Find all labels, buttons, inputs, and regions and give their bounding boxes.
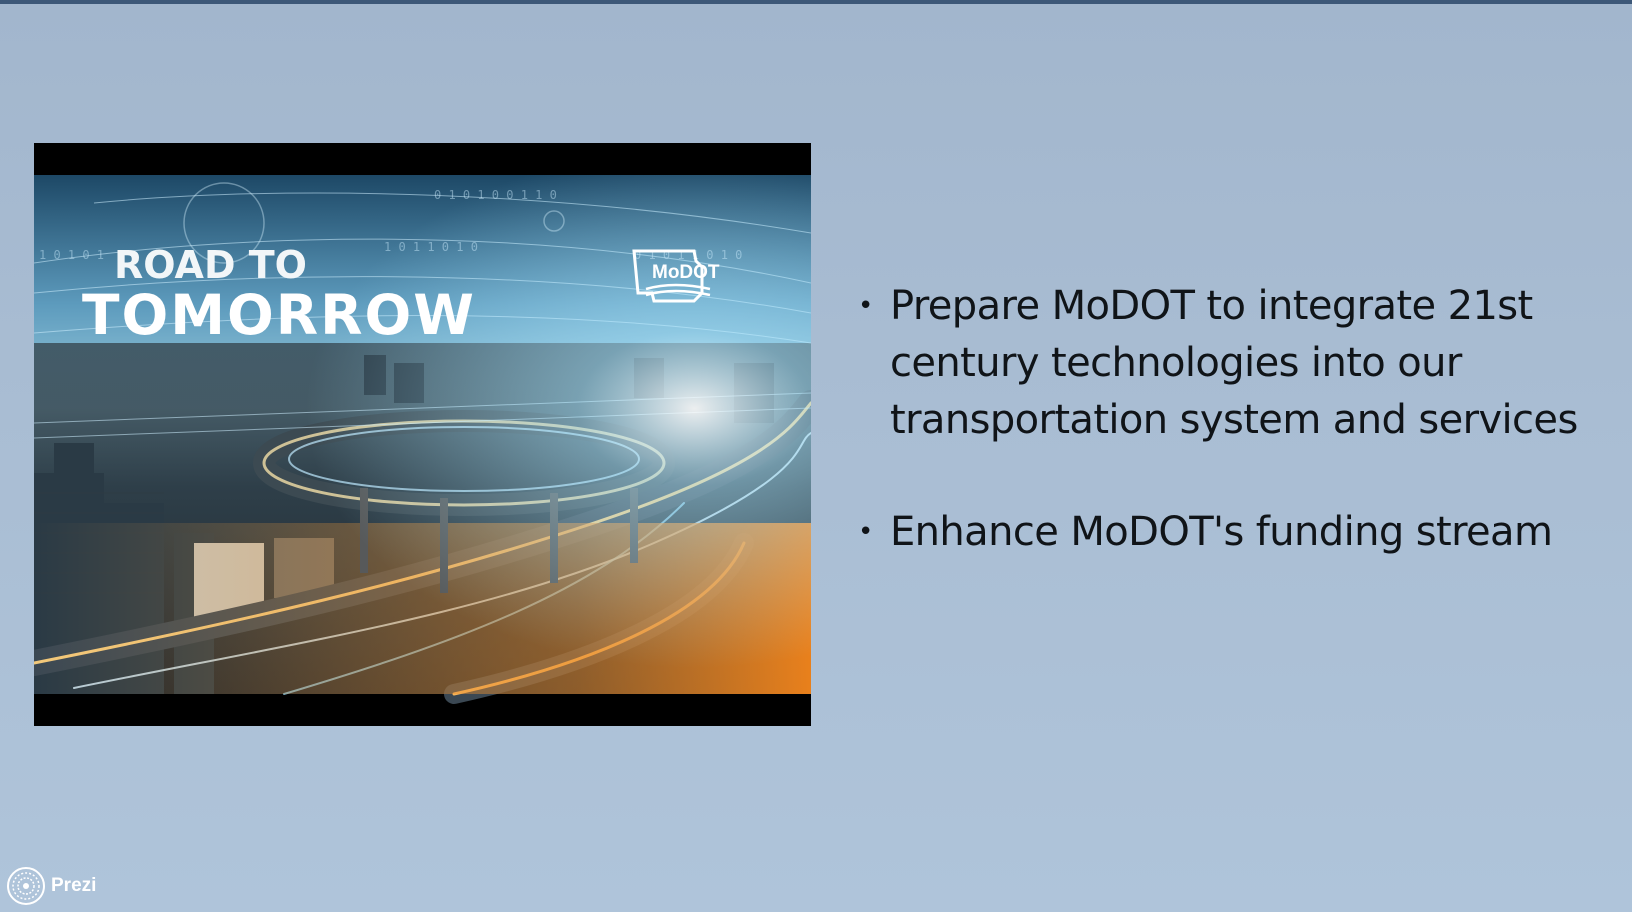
modot-logo-text: MoDOT — [652, 262, 720, 283]
bullet-list: • Prepare MoDOT to integrate 21st centur… — [858, 278, 1588, 616]
image-headline-line2: TOMORROW — [82, 283, 476, 347]
bullet-text: Enhance MoDOT's funding stream — [890, 509, 1553, 555]
modot-logo-icon: MoDOT — [632, 249, 720, 303]
bullet-item: • Enhance MoDOT's funding stream — [858, 504, 1588, 561]
svg-text:1 0 1 1 0 1 0: 1 0 1 1 0 1 0 — [384, 240, 478, 254]
prezi-badge[interactable]: Prezi — [6, 866, 96, 906]
road-to-tomorrow-image: 1 0 1 0 1 1 0 1 1 0 1 0 0 1 0 1 1 0 1 0 … — [34, 143, 811, 726]
prezi-label: Prezi — [51, 875, 97, 896]
bullet-marker: • — [858, 291, 873, 321]
svg-text:1 0 1 0 1: 1 0 1 0 1 — [39, 248, 104, 262]
bullet-marker: • — [858, 517, 873, 547]
bullet-text: Prepare MoDOT to integrate 21st century … — [890, 283, 1578, 443]
svg-text:0 1 0 1 0 0 1 1 0: 0 1 0 1 0 0 1 1 0 — [434, 188, 557, 202]
image-headline-line1: ROAD TO — [114, 243, 307, 287]
prezi-logo-icon — [7, 867, 45, 905]
top-border — [0, 0, 1632, 4]
road-to-tomorrow-artwork: 1 0 1 0 1 1 0 1 1 0 1 0 0 1 0 1 1 0 1 0 … — [34, 143, 811, 726]
bullet-item: • Prepare MoDOT to integrate 21st centur… — [858, 278, 1588, 449]
